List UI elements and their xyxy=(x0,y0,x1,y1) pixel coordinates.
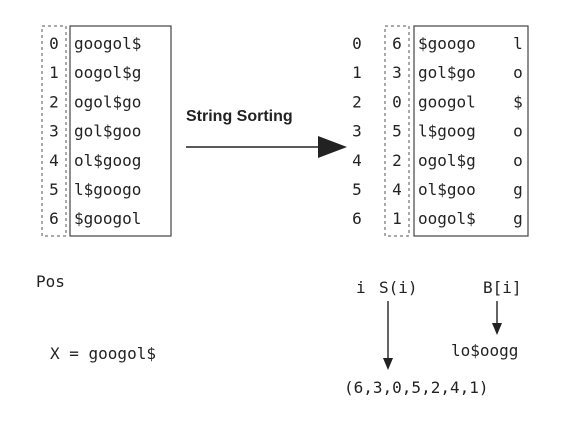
right-suffix-index: 6 xyxy=(392,34,402,53)
right-sorted-rotation: ogol$g xyxy=(418,151,476,170)
left-index: 3 xyxy=(49,122,59,141)
pos-label: Pos xyxy=(36,272,65,291)
right-suffix-index-column: 6 3 0 5 2 4 1 xyxy=(392,34,402,228)
right-row-numbers: 0 1 2 3 4 5 6 xyxy=(352,34,362,228)
left-index: 6 xyxy=(49,209,59,228)
right-suffix-index: 2 xyxy=(392,151,402,170)
right-suffix-index: 1 xyxy=(392,209,402,228)
right-index-box xyxy=(384,25,410,237)
right-row-number: 0 xyxy=(352,34,362,53)
right-row-number: 6 xyxy=(352,209,362,228)
left-index: 4 xyxy=(49,151,59,170)
s-arrow-head xyxy=(383,358,393,370)
right-suffix-index: 4 xyxy=(392,180,402,199)
right-row-number: 3 xyxy=(352,122,362,141)
i-label: i xyxy=(356,278,366,297)
left-rotation: googol$ xyxy=(74,34,141,53)
right-last-char: o xyxy=(513,63,523,82)
left-index: 5 xyxy=(49,180,59,199)
bwt-string: lo$oogg xyxy=(451,341,518,360)
right-sorted-rotation: ol$goo xyxy=(418,180,476,199)
left-rotation: l$googo xyxy=(74,180,141,199)
left-rotation: oogol$g xyxy=(74,63,141,82)
x-label: X = googol$ xyxy=(50,344,156,363)
right-sorted-rotation: oogol$ xyxy=(418,209,476,228)
right-sorted-rotation: l$goog xyxy=(418,122,476,141)
right-sorted-rotations: $googo gol$go googol l$goog ogol$g ol$goo oogo… xyxy=(418,34,476,228)
left-rotations-box xyxy=(69,25,172,237)
right-last-column: lo$oogg xyxy=(513,34,523,228)
b-label: B[i] xyxy=(483,278,522,297)
right-sorted-rotation: $googo xyxy=(418,34,476,53)
left-index: 2 xyxy=(49,92,59,111)
right-suffix-index: 3 xyxy=(392,63,402,82)
right-sorted-rotation: gol$go xyxy=(418,63,476,82)
right-sorted-box xyxy=(413,25,529,237)
left-index: 0 xyxy=(49,34,59,53)
left-rotation: ol$goog xyxy=(74,151,141,170)
right-suffix-index: 5 xyxy=(392,122,402,141)
right-row-number: 1 xyxy=(352,63,362,82)
right-sorted-rotation: googol xyxy=(418,92,476,111)
right-suffix-index: 0 xyxy=(392,92,402,111)
right-last-char: o xyxy=(513,151,523,170)
left-index-column: 0 1 2 3 4 5 6 xyxy=(49,34,59,228)
right-row-number: 5 xyxy=(352,180,362,199)
left-rotation: $googol xyxy=(74,209,141,228)
right-last-char: $ xyxy=(513,92,523,111)
right-row-number: 2 xyxy=(352,92,362,111)
right-row-number: 4 xyxy=(352,151,362,170)
left-rotation: gol$goo xyxy=(74,122,141,141)
left-rotation: ogol$go xyxy=(74,92,141,111)
s-label: S(i) xyxy=(379,278,418,297)
right-last-char: l xyxy=(513,34,523,53)
suffix-array: (6,3,0,5,2,4,1) xyxy=(344,378,489,397)
right-last-char: o xyxy=(513,122,523,141)
right-last-char: g xyxy=(513,180,523,199)
right-last-char: g xyxy=(513,209,523,228)
b-arrow-head xyxy=(492,323,502,335)
left-index: 1 xyxy=(49,63,59,82)
left-index-box xyxy=(41,25,67,237)
arrow-label: String Sorting xyxy=(186,108,293,125)
left-rotations-column: googol$ oogol$g ogol$go gol$goo ol$goog l$goo… xyxy=(74,34,141,228)
sort-arrow-head xyxy=(318,136,347,158)
